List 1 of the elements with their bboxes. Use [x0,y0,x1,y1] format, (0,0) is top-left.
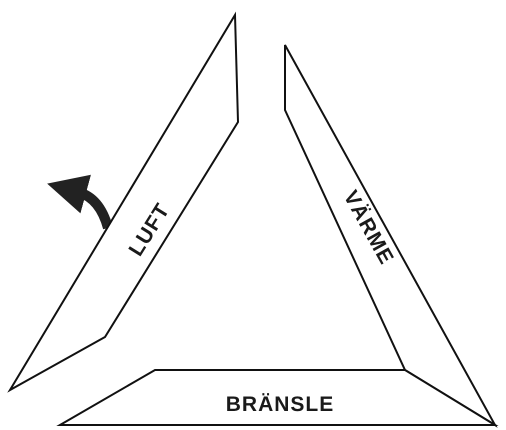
side-label: BRÄNSLE [226,393,334,417]
